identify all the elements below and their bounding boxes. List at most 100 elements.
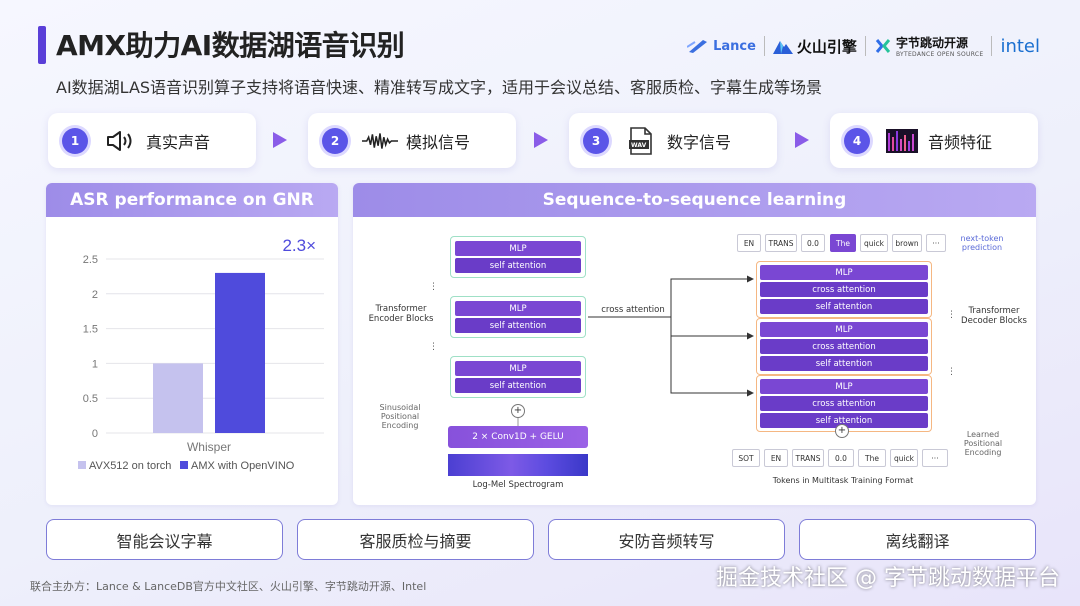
speedup-annotation: 2.3× xyxy=(282,236,316,255)
legend-swatch xyxy=(78,461,86,469)
output-token: quick xyxy=(860,234,888,252)
mlp-layer: MLP xyxy=(455,301,581,316)
input-token: ··· xyxy=(922,449,948,467)
logo-divider xyxy=(864,36,866,56)
learned-encoding-label-text: Learned Positional Encoding xyxy=(963,430,1003,458)
lance-logo: Lance xyxy=(687,38,756,54)
self-attention-layer: self attention xyxy=(760,356,928,371)
cross-attention-label: cross attention xyxy=(601,305,665,315)
y-tick-label: 0 xyxy=(92,428,98,440)
decoder-blocks-label: Transformer Decoder Blocks xyxy=(954,306,1034,327)
self-attention-layer: self attention xyxy=(455,318,581,333)
spectrogram-icon xyxy=(884,128,920,154)
volcano-engine-logo: 火山引擎 xyxy=(772,36,857,57)
volcano-engine-logo-icon xyxy=(772,41,793,54)
intel-logo-text: intel xyxy=(1000,35,1040,57)
waveform-icon xyxy=(362,128,398,154)
y-tick-label: 2 xyxy=(92,289,98,301)
ellipsis: ⋮ xyxy=(947,310,956,320)
sponsor-logos: Lance 火山引擎 字节跳动开源 BYTEDANCE OPEN SOURCE … xyxy=(687,34,1040,58)
bytedance-open-source-logo-text: 字节跳动开源 xyxy=(895,36,968,50)
use-case-offline-translation: 离线翻译 xyxy=(799,519,1036,560)
watermark: 掘金技术社区 @ 字节跳动数据平台 xyxy=(716,566,1060,591)
y-tick-label: 2.5 xyxy=(83,254,98,266)
decoder-blocks-label-text: Transformer Decoder Blocks xyxy=(961,306,1027,326)
panel-title: ASR performance on GNR xyxy=(46,183,338,217)
sinusoidal-encoding-label-text: Sinusoidal Positional Encoding xyxy=(379,403,421,431)
self-attention-layer: self attention xyxy=(760,299,928,314)
mlp-layer: MLP xyxy=(455,361,581,376)
output-token: TRANS xyxy=(765,234,797,252)
mlp-layer: MLP xyxy=(760,265,928,280)
ellipsis: ⋮ xyxy=(429,282,438,292)
bar-amx xyxy=(215,272,265,433)
add-positional-encoding-icon: + xyxy=(511,404,525,418)
decoder-block: MLP cross attention self attention xyxy=(756,375,932,432)
panel-title: Sequence-to-sequence learning xyxy=(353,183,1036,217)
decoder-block: MLP cross attention self attention xyxy=(756,261,932,318)
legend-label: AMX with OpenVINO xyxy=(191,460,295,472)
intel-logo-icon: intel xyxy=(1000,36,1040,57)
speaker-icon xyxy=(102,128,138,154)
learned-encoding-label: Learned Positional Encoding xyxy=(949,430,1017,458)
cross-attention-layer: cross attention xyxy=(760,396,928,411)
encoder-block: MLP self attention xyxy=(450,296,586,338)
input-token: SOT xyxy=(732,449,760,467)
use-case-meeting-subtitles: 智能会议字幕 xyxy=(46,519,283,560)
encoder-block: MLP self attention xyxy=(450,356,586,398)
bytedance-open-source-logo: 字节跳动开源 BYTEDANCE OPEN SOURCE xyxy=(874,34,984,58)
step-number: 2 xyxy=(322,127,348,154)
step-label: 音频特征 xyxy=(928,132,993,152)
lance-logo-icon xyxy=(687,40,708,53)
sinusoidal-encoding-label: Sinusoidal Positional Encoding xyxy=(365,403,435,431)
input-token: TRANS xyxy=(792,449,824,467)
page-title: AMX助力AI数据湖语音识别 xyxy=(56,29,405,62)
log-mel-spectrogram-image xyxy=(448,454,588,476)
self-attention-layer: self attention xyxy=(455,378,581,393)
step-analog-signal: 2 模拟信号 xyxy=(308,113,516,168)
seq2seq-panel: Sequence-to-sequence learning Transforme… xyxy=(353,183,1036,505)
page-subtitle: AI数据湖LAS语音识别算子支持将语音快速、精准转写成文字，适用于会议总结、客服… xyxy=(56,78,823,97)
step-label: 模拟信号 xyxy=(406,132,471,152)
step-label: 真实声音 xyxy=(146,132,211,152)
next-token-label: next-token prediction xyxy=(950,234,1014,252)
logo-divider xyxy=(763,36,765,56)
output-token: EN xyxy=(737,234,761,252)
mlp-layer: MLP xyxy=(760,322,928,337)
step-arrow-icon xyxy=(273,132,287,148)
step-digital-signal: 3 WAV 数字信号 xyxy=(569,113,777,168)
cross-attention-layer: cross attention xyxy=(760,339,928,354)
input-token: quick xyxy=(890,449,918,467)
next-token-label-text: next-token prediction xyxy=(960,234,1004,253)
y-tick-label: 1.5 xyxy=(83,324,98,336)
y-tick-label: 1 xyxy=(92,358,98,370)
output-token: ··· xyxy=(926,234,946,252)
input-token: EN xyxy=(764,449,788,467)
output-token: brown xyxy=(892,234,922,252)
step-number: 1 xyxy=(62,127,88,154)
bytedance-open-source-logo-icon xyxy=(875,39,891,53)
bar-avx512 xyxy=(153,363,203,433)
logo-divider xyxy=(991,36,993,56)
co-organizers-footer: 联合主办方：Lance & LanceDB官方中文社区、火山引擎、字节跳动开源、… xyxy=(30,580,427,593)
wav-file-icon: WAV xyxy=(623,126,659,155)
ellipsis: ⋮ xyxy=(429,342,438,352)
step-number: 4 xyxy=(844,127,870,154)
ellipsis: ⋮ xyxy=(947,367,956,377)
wav-file-label: WAV xyxy=(631,141,647,149)
volcano-engine-logo-text: 火山引擎 xyxy=(796,37,857,56)
step-arrow-icon xyxy=(534,132,548,148)
legend-label: AVX512 on torch xyxy=(89,460,171,472)
step-label: 数字信号 xyxy=(667,132,732,152)
conv1d-gelu-block: 2 × Conv1D + GELU xyxy=(448,426,588,448)
encoder-block: MLP self attention xyxy=(450,236,586,278)
mlp-layer: MLP xyxy=(760,379,928,394)
output-token-highlighted: The xyxy=(830,234,856,252)
add-positional-encoding-icon: + xyxy=(835,424,849,438)
encoder-blocks-label-text: Transformer Encoder Blocks xyxy=(368,304,434,324)
step-real-sound: 1 真实声音 xyxy=(48,113,256,168)
log-mel-spectrogram-label: Log-Mel Spectrogram xyxy=(472,480,564,490)
cross-attention-arrow xyxy=(670,275,754,317)
cross-attention-arrow xyxy=(670,317,754,397)
step-arrow-icon xyxy=(795,132,809,148)
